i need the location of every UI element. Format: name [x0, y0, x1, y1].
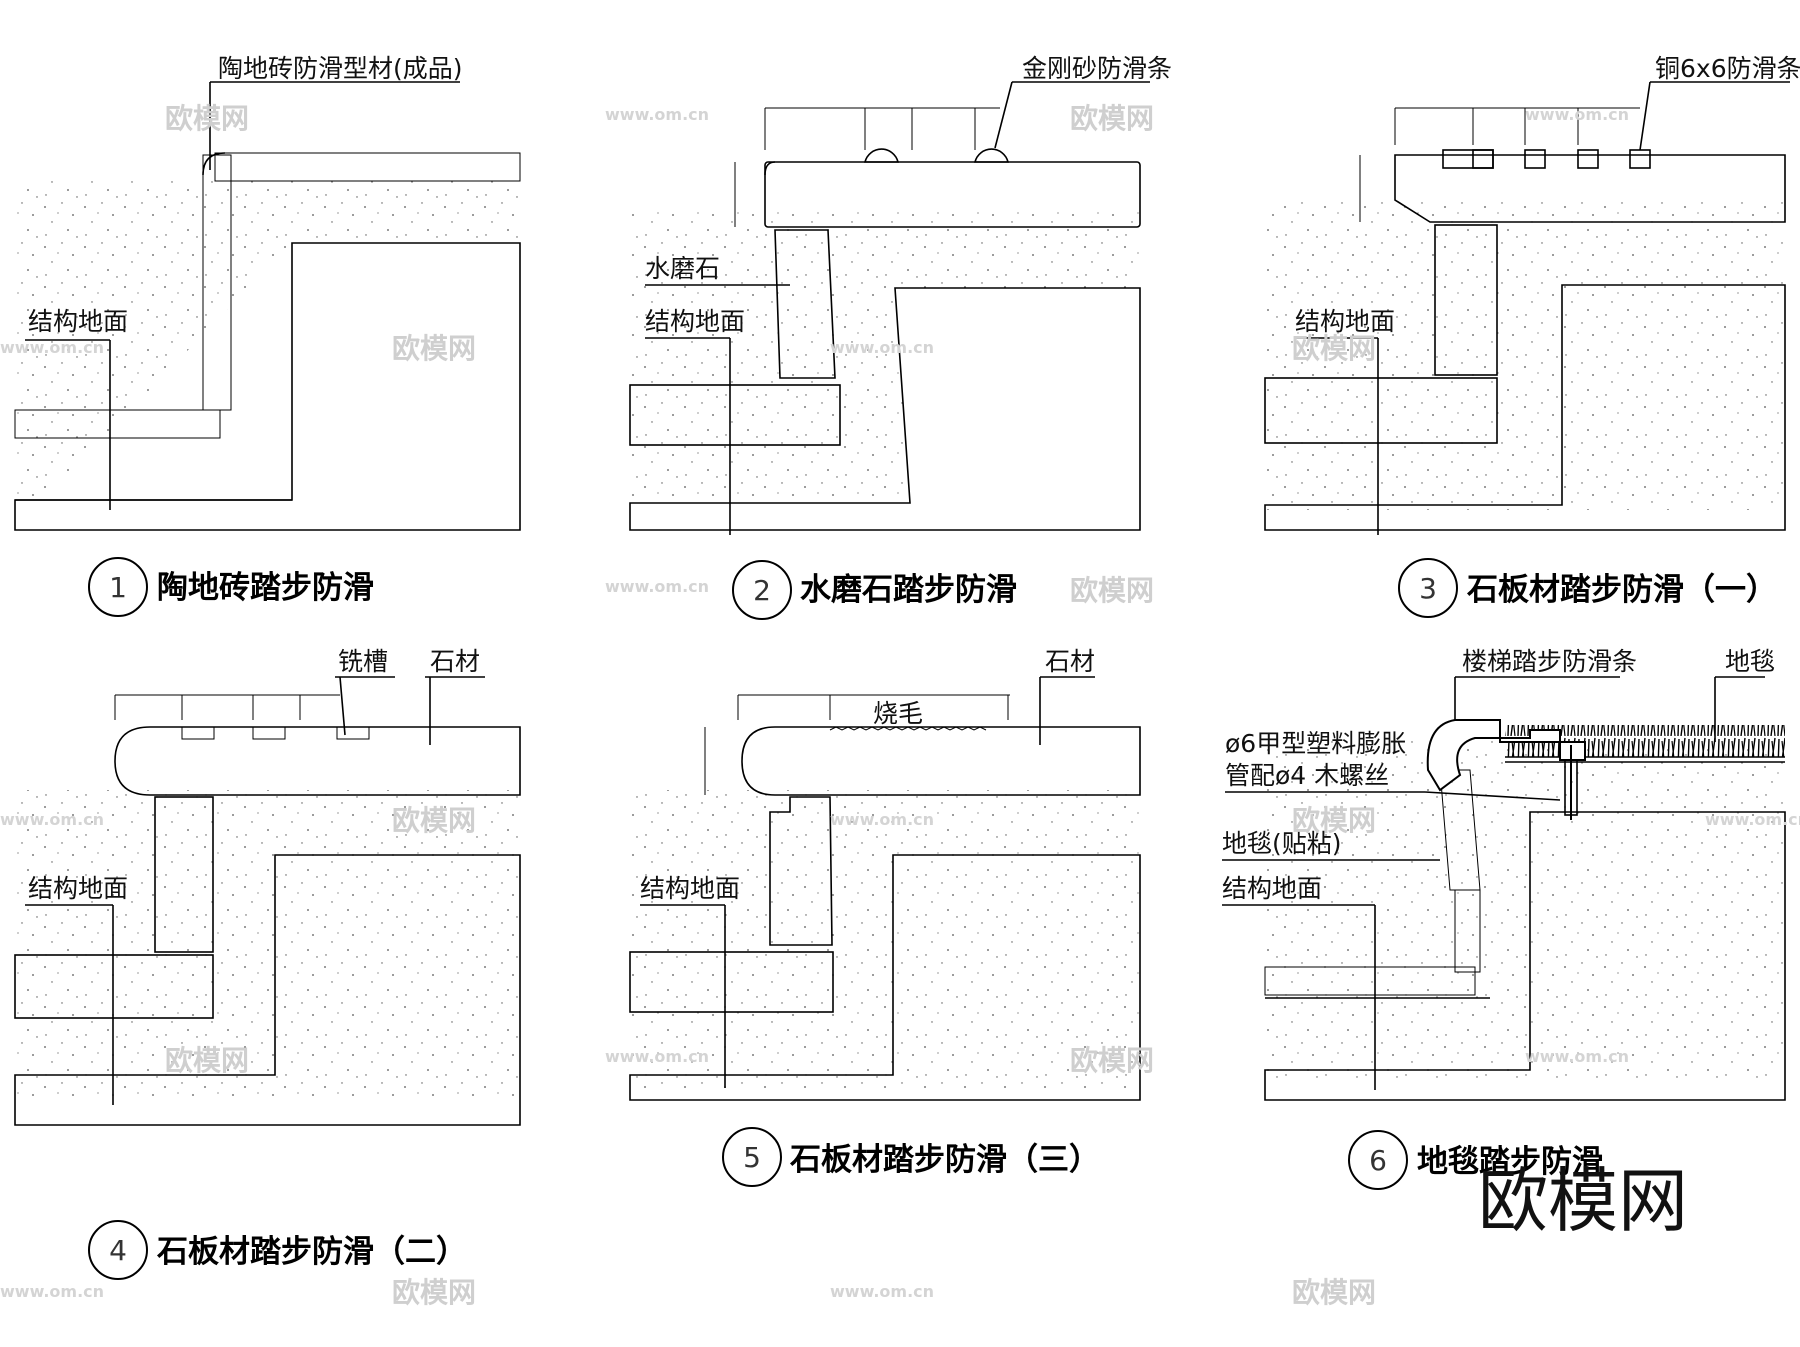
caption-6: 6 地毯踏步防滑 — [1348, 1130, 1603, 1190]
detail-3: 铜6x6防滑条 结构地面 — [1264, 54, 1800, 535]
caption-5: 5 石板材踏步防滑（三） — [722, 1127, 1100, 1187]
watermark-brand: 欧模网 — [1292, 804, 1376, 837]
concrete-structure — [629, 854, 1141, 1101]
detail-number: 6 — [1369, 1144, 1387, 1177]
label-tile-profile: 陶地砖防滑型材(成品) — [218, 54, 463, 83]
detail-5: 烧毛 石材 结构地面 — [629, 647, 1141, 1101]
label-carpet-glued: 地毯(贴粘) — [1222, 829, 1342, 858]
label-carborundum: 金刚砂防滑条 — [1022, 54, 1172, 83]
watermarks: 欧模网 欧模网 欧模网 欧模网 欧模网 欧模网 欧模网 欧模网 欧模网 欧模网 … — [0, 102, 1800, 1309]
watermark-url: www.om.cn — [830, 810, 934, 829]
watermark-url: www.om.cn — [1525, 1047, 1629, 1066]
caption-3: 3 石板材踏步防滑（一） — [1398, 558, 1777, 618]
watermark-brand: 欧模网 — [1292, 1276, 1376, 1309]
carborundum-strip — [863, 148, 900, 163]
terrazzo-riser — [774, 229, 836, 379]
detail-number: 4 — [109, 1234, 127, 1267]
watermark-brand: 欧模网 — [1070, 574, 1154, 607]
label-nosing: 楼梯踏步防滑条 — [1462, 647, 1637, 676]
label-milled-groove: 铣槽 — [338, 647, 388, 676]
watermark-brand: 欧模网 — [165, 102, 249, 135]
watermark-url: www.om.cn — [605, 1047, 709, 1066]
detail-caption: 陶地砖踏步防滑 — [157, 570, 374, 606]
stone-floor — [1264, 377, 1498, 444]
detail-number: 5 — [743, 1141, 761, 1174]
watermark-brand: 欧模网 — [1070, 102, 1154, 135]
stone-tread — [1394, 154, 1786, 223]
detail-4: 铣槽 石材 结构地面 — [14, 647, 521, 1126]
concrete-structure — [1264, 811, 1786, 1101]
milled-groove — [181, 726, 370, 740]
caption-4: 4 石板材踏步防滑（二） — [88, 1220, 467, 1280]
watermark-brand: 欧模网 — [392, 332, 476, 365]
watermark-brand: 欧模网 — [165, 1044, 249, 1077]
label-terrazzo: 水磨石 — [645, 254, 720, 283]
concrete-structure — [629, 287, 1141, 531]
watermark-brand: 欧模网 — [392, 1276, 476, 1309]
floor-tile — [14, 409, 221, 439]
stone-floor — [14, 954, 214, 1019]
terrazzo-floor — [629, 384, 841, 446]
label-carpet: 地毯 — [1725, 647, 1775, 676]
watermark-url: www.om.cn — [830, 1282, 934, 1301]
detail-caption: 石板材踏步防滑（一） — [1466, 572, 1777, 608]
label-stone: 石材 — [1045, 647, 1095, 676]
detail-number: 1 — [109, 571, 127, 604]
detail-number-circle — [88, 557, 148, 617]
concrete-structure — [1264, 284, 1786, 531]
label-copper-strip: 铜6x6防滑条 — [1655, 54, 1800, 83]
watermark-url: www.om.cn — [830, 338, 934, 357]
label-stone: 石材 — [430, 647, 480, 676]
label-structure-floor: 结构地面 — [28, 874, 128, 903]
detail-1: 结构地面 陶地砖防滑型材(成品) — [14, 54, 521, 531]
detail-number: 3 — [1419, 572, 1437, 605]
flamed-surface — [829, 726, 987, 731]
detail-caption: 水磨石踏步防滑 — [800, 572, 1017, 608]
concrete-structure — [14, 854, 521, 1126]
stone-tread — [114, 726, 521, 796]
detail-6: 楼梯踏步防滑条 地毯 ø6甲型塑料膨胀 管配ø4 木螺丝 地毯(贴粘) 结构地面 — [1222, 647, 1786, 1101]
stone-riser — [1434, 224, 1498, 376]
label-structure-floor: 结构地面 — [28, 307, 128, 336]
label-structure-floor: 结构地面 — [645, 307, 745, 336]
detail-caption: 石板材踏步防滑（三） — [789, 1142, 1100, 1178]
watermark-url: www.om.cn — [0, 338, 104, 357]
detail-number: 2 — [753, 574, 771, 607]
caption-1: 1 陶地砖踏步防滑 — [88, 557, 374, 617]
carpet-floor — [1264, 966, 1476, 996]
tread-tile — [214, 152, 521, 182]
watermark-url: www.om.cn — [0, 810, 104, 829]
carborundum-strip — [973, 148, 1010, 163]
caption-2: 2 水磨石踏步防滑 — [732, 560, 1017, 620]
watermark-url: www.om.cn — [605, 577, 709, 596]
watermark-url: www.om.cn — [0, 1282, 104, 1301]
brand-logo: 欧模网 — [1478, 1160, 1688, 1242]
watermark-url: www.om.cn — [1705, 810, 1800, 829]
watermark-brand: 欧模网 — [1070, 1044, 1154, 1077]
copper-strip — [1442, 149, 1651, 169]
label-structure-floor: 结构地面 — [640, 874, 740, 903]
watermark-brand: 欧模网 — [1292, 332, 1376, 365]
stone-riser — [154, 796, 214, 953]
label-anchor-line-1: ø6甲型塑料膨胀 — [1225, 729, 1406, 758]
detail-caption: 地毯踏步防滑 — [1417, 1144, 1603, 1180]
watermark-url: www.om.cn — [605, 105, 709, 124]
watermark-url: www.om.cn — [1525, 105, 1629, 124]
stair-nosing-strip — [1426, 719, 1586, 792]
label-structure-floor: 结构地面 — [1295, 307, 1395, 336]
label-anchor-line-2: 管配ø4 木螺丝 — [1225, 761, 1389, 790]
riser-tile — [202, 154, 232, 411]
stone-floor — [629, 951, 834, 1013]
terrazzo-tread — [764, 161, 1141, 228]
detail-caption: 石板材踏步防滑（二） — [156, 1234, 467, 1270]
stone-riser — [769, 796, 833, 946]
watermark-brand: 欧模网 — [392, 804, 476, 837]
stone-tread — [741, 726, 1141, 796]
detail-2: 金刚砂防滑条 水磨石 结构地面 — [629, 54, 1172, 535]
label-flamed: 烧毛 — [873, 699, 923, 728]
label-structure-floor: 结构地面 — [1222, 874, 1322, 903]
